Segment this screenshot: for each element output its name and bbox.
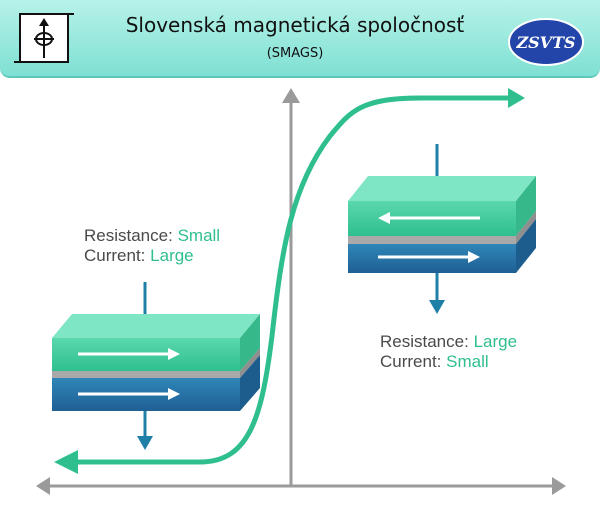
curve-left-arrowhead [54,450,78,474]
y-axis-arrow [282,88,300,103]
resistance-curve [75,95,515,465]
zsvts-logo-icon: ZSVTS [508,18,584,66]
parallel-stack [52,282,260,450]
right-current-value: Small [446,352,489,371]
page-subtitle: (SMAGS) [266,46,324,61]
left-current-label: Current: [84,246,146,265]
header-banner: Slovenská magnetická spoločnosť (SMAGS) … [0,0,600,78]
x-axis-right-arrow [552,477,566,495]
left-resistance-label: Resistance: [84,226,173,245]
zsvts-logo-text: ZSVTS [515,33,575,52]
right-current-label: Current: [380,352,442,371]
spin-valve-diagram [36,88,566,495]
left-current-value: Large [150,246,194,265]
antiparallel-stack [348,144,536,314]
right-resistance-label: Resistance: [380,332,469,351]
right-state-labels: Resistance: Large Current: Small [380,332,517,372]
right-resistance-value: Large [473,332,518,351]
left-resistance-value: Small [177,226,221,245]
society-logo-icon [14,13,74,63]
left-state-labels: Resistance: Small Current: Large [84,226,220,266]
x-axis-left-arrow [36,477,50,495]
curve-right-arrowhead [508,88,525,108]
page-title: Slovenská magnetická spoločnosť [125,13,465,37]
